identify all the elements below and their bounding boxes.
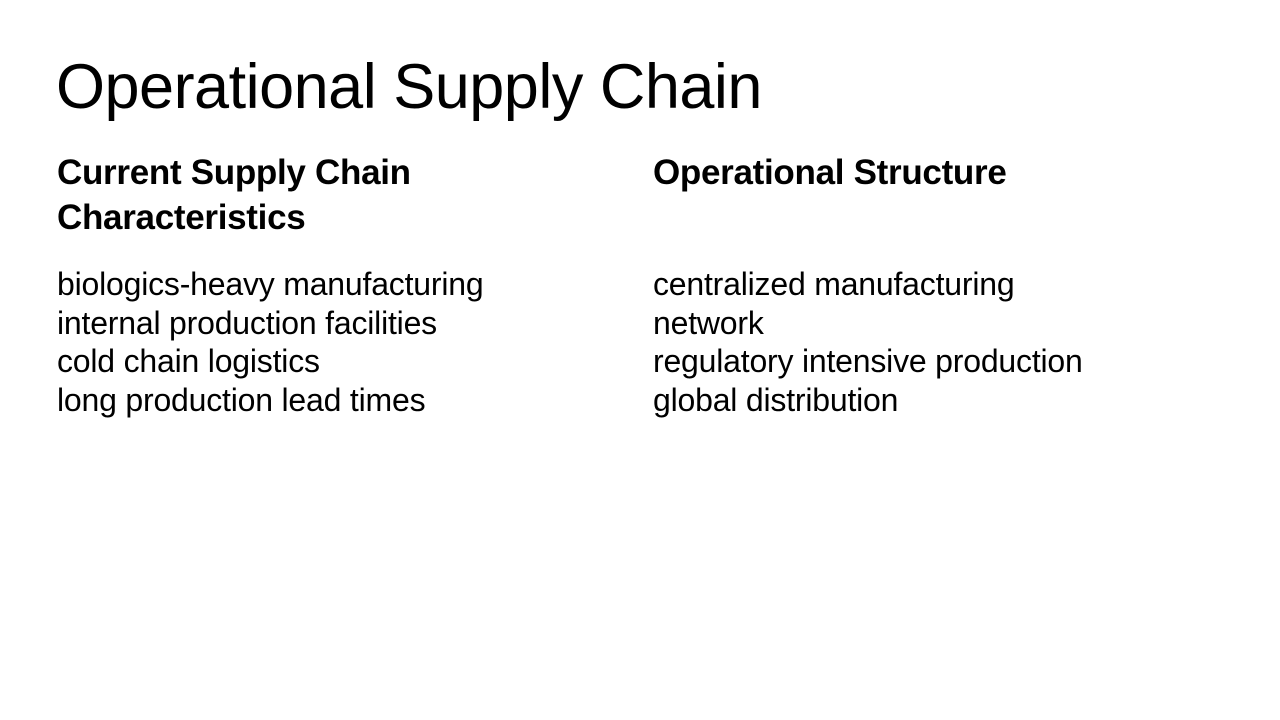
- body-line: regulatory intensive production: [653, 343, 1083, 379]
- right-column-body: centralized manufacturing network regula…: [653, 265, 1123, 419]
- left-column-heading: Current Supply Chain Characteristics: [57, 153, 411, 237]
- body-line: global distribution: [653, 381, 899, 418]
- body-line: long production lead times: [57, 381, 426, 418]
- right-column-heading: Operational Structure: [653, 153, 1007, 192]
- body-line: cold chain logistics: [57, 343, 320, 379]
- slide-title: Operational Supply Chain: [56, 52, 762, 122]
- body-line: biologics-heavy manufacturing: [57, 266, 484, 302]
- body-line: internal production facilities: [57, 304, 437, 341]
- left-column-body: biologics-heavy manufacturing internal p…: [57, 265, 617, 419]
- body-line: centralized manufacturing network: [653, 266, 1015, 341]
